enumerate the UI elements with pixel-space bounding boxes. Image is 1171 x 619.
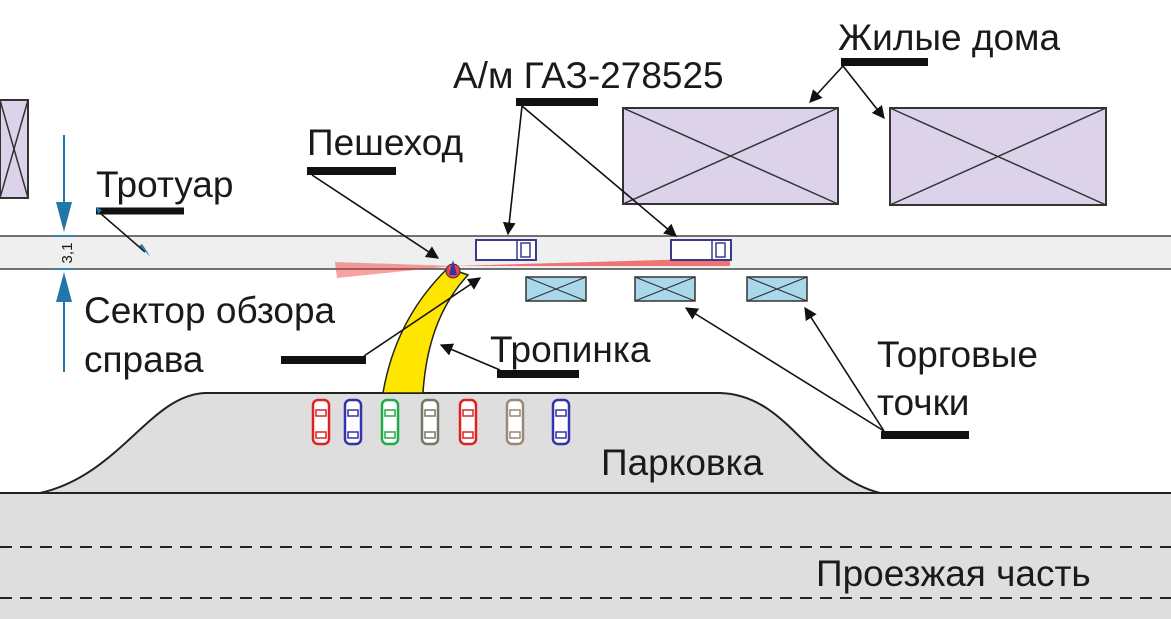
parked-car [311,398,331,446]
vehicle-gaz-position-1 [475,239,537,261]
building [0,99,29,199]
kiosks-label-line1: Торговые [877,334,1038,375]
view-sector-label-line2: справа [84,339,204,380]
building [889,107,1107,206]
roadway-label: Проезжая часть [816,553,1091,594]
kiosk [634,276,696,302]
parking-lot [39,392,881,494]
vehicle-gaz-position-2 [670,239,732,261]
parked-car [420,398,440,446]
parked-car [343,398,363,446]
view-sector-label-line1: Сектор обзора [84,290,336,331]
sidewalk-width-dimension: 3,1 [52,135,76,372]
parked-car [380,398,400,446]
path-label: Тропинка [490,329,651,370]
kiosks-label-line2: точки [877,382,969,423]
parked-car [505,398,525,446]
parking-label: Парковка [601,442,764,483]
sidewalk-width-value: 3,1 [59,243,76,264]
parked-cars [311,398,571,446]
roadway [0,492,1171,619]
vehicle-label: А/м ГАЗ-278525 [453,55,724,96]
view-sector-right [453,258,730,266]
residential-label: Жилые дома [838,17,1060,58]
building [622,107,839,205]
kiosk [746,276,808,302]
pedestrian-marker [445,260,461,279]
footpath [382,267,470,394]
sidewalk-marker [96,207,184,256]
view-sector-left [335,262,453,278]
kiosk [525,276,587,302]
parked-car [458,398,478,446]
leader-arrows [311,65,885,432]
sidewalk-label: Тротуар [96,164,233,205]
pedestrian-label: Пешеход [307,122,463,163]
parked-car [551,398,571,446]
